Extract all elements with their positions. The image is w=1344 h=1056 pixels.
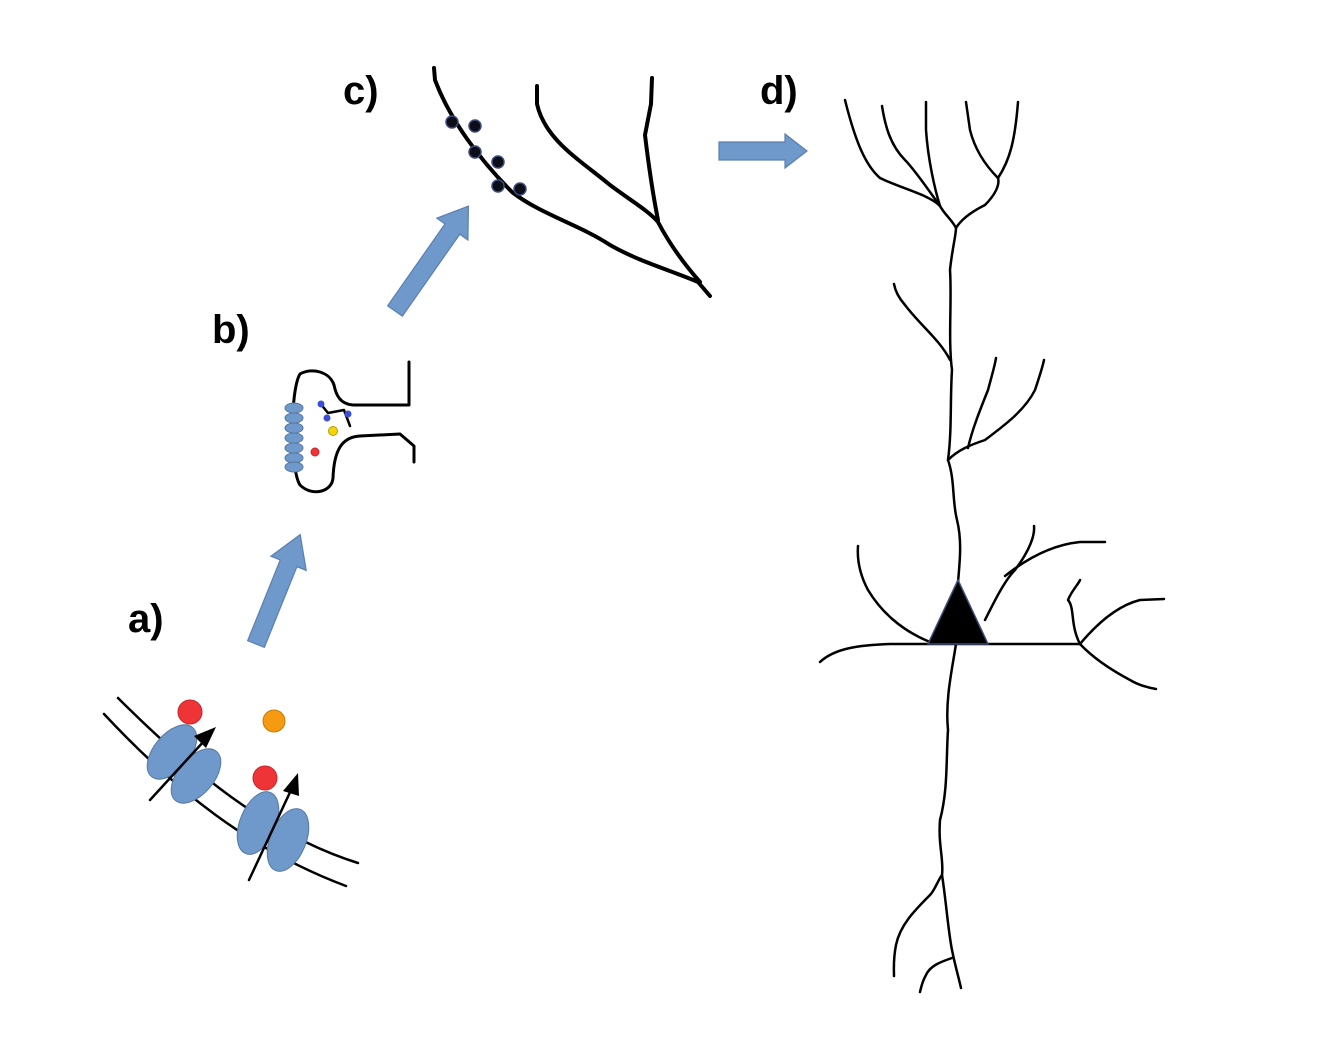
cell-membrane [102, 712, 348, 888]
axon [940, 873, 963, 990]
panel-b-spine [284, 360, 416, 494]
signaling-molecule [344, 410, 352, 418]
spine-head [445, 115, 459, 129]
basal-dendrite [1078, 597, 1166, 646]
oblique-dendrite [892, 282, 952, 362]
ligand-molecule [177, 699, 203, 725]
block-arrow-icon [718, 132, 808, 170]
panel-d-neuron [818, 98, 1166, 994]
apical-tuft [880, 104, 942, 208]
apical-tuft [954, 100, 1020, 230]
axon [892, 642, 958, 978]
basal-dendrite [1003, 540, 1107, 578]
pyramidal-soma [926, 578, 990, 645]
arrow-a-to-b [246, 533, 307, 649]
spine-head [468, 145, 482, 159]
receptor-right [236, 765, 310, 882]
apical-tuft [964, 100, 1000, 180]
ion-flow-arrow [148, 738, 207, 802]
apical-dendrite [946, 226, 962, 584]
ligand-molecule [262, 709, 286, 733]
basal-dendrite [1078, 642, 1158, 691]
receptor-protein [284, 442, 304, 454]
receptor-protein [284, 412, 304, 424]
arrow-c-to-d [718, 132, 808, 170]
spine-head [468, 119, 482, 133]
dendrite-branch [535, 84, 702, 284]
signaling-molecule [323, 414, 331, 422]
oblique-dendrite [966, 356, 998, 450]
postsynaptic-receptors [284, 402, 304, 473]
block-arrow-icon [246, 533, 307, 649]
scaffold-strand [318, 401, 352, 428]
receptor-protein [284, 461, 304, 473]
spine-head [513, 182, 527, 196]
spines [445, 115, 527, 196]
basal-dendrite [856, 544, 932, 644]
label-b: b) [212, 308, 250, 352]
spine-head [491, 179, 505, 193]
cell-membrane [116, 696, 360, 865]
receptor-protein [284, 432, 304, 444]
panel-c-dendrite [432, 66, 712, 298]
receptor-protein [284, 422, 304, 434]
apical-tuft [924, 100, 942, 208]
label-d: d) [760, 69, 798, 113]
arrow-b-to-c [386, 205, 470, 317]
dendrite-branch [643, 76, 660, 222]
label-a: a) [128, 597, 164, 641]
receptor-protein [284, 402, 304, 414]
dendrite-branch [432, 66, 712, 298]
oblique-dendrite [946, 358, 1046, 462]
spine-head [491, 155, 505, 169]
axon [918, 956, 954, 994]
receptor-left [146, 699, 222, 804]
dendritic-spine [291, 360, 416, 494]
block-arrow-icon [386, 205, 470, 317]
signaling-molecule [317, 400, 325, 408]
basal-dendrite [1066, 578, 1082, 646]
signaling-molecule [328, 426, 338, 436]
arrowhead-icon [194, 727, 216, 748]
ion-flow-arrow [247, 786, 294, 882]
basal-dendrite [818, 642, 1082, 664]
label-c: c) [343, 69, 379, 113]
basal-dendrite [983, 524, 1036, 622]
signaling-molecule [310, 447, 320, 457]
panel-a-receptors [102, 696, 360, 888]
ligand-molecule [252, 765, 278, 791]
arrowhead-icon [283, 773, 299, 796]
apical-tuft [843, 98, 958, 230]
